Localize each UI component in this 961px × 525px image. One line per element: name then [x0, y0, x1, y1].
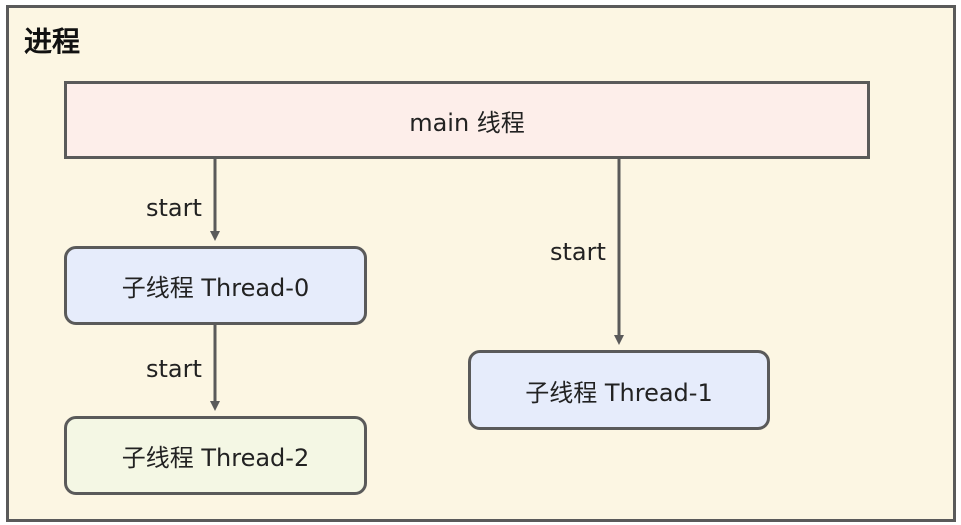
thread-0-label: 子线程 Thread-0: [121, 274, 310, 302]
thread-2-label: 子线程 Thread-2: [121, 444, 310, 472]
edge-label-main-to-thread1: start: [550, 238, 606, 266]
thread-1-node[interactable]: 子线程 Thread-1: [468, 350, 770, 430]
thread-0-node[interactable]: 子线程 Thread-0: [64, 246, 367, 325]
main-thread-node[interactable]: main 线程: [64, 81, 870, 159]
edge-label-main-to-thread0: start: [146, 194, 202, 222]
edge-label-thread0-to-thread2: start: [146, 355, 202, 383]
thread-2-node[interactable]: 子线程 Thread-2: [64, 416, 367, 495]
process-title: 进程: [24, 25, 81, 58]
thread-1-label: 子线程 Thread-1: [525, 378, 713, 407]
main-thread-label: main 线程: [409, 108, 525, 137]
